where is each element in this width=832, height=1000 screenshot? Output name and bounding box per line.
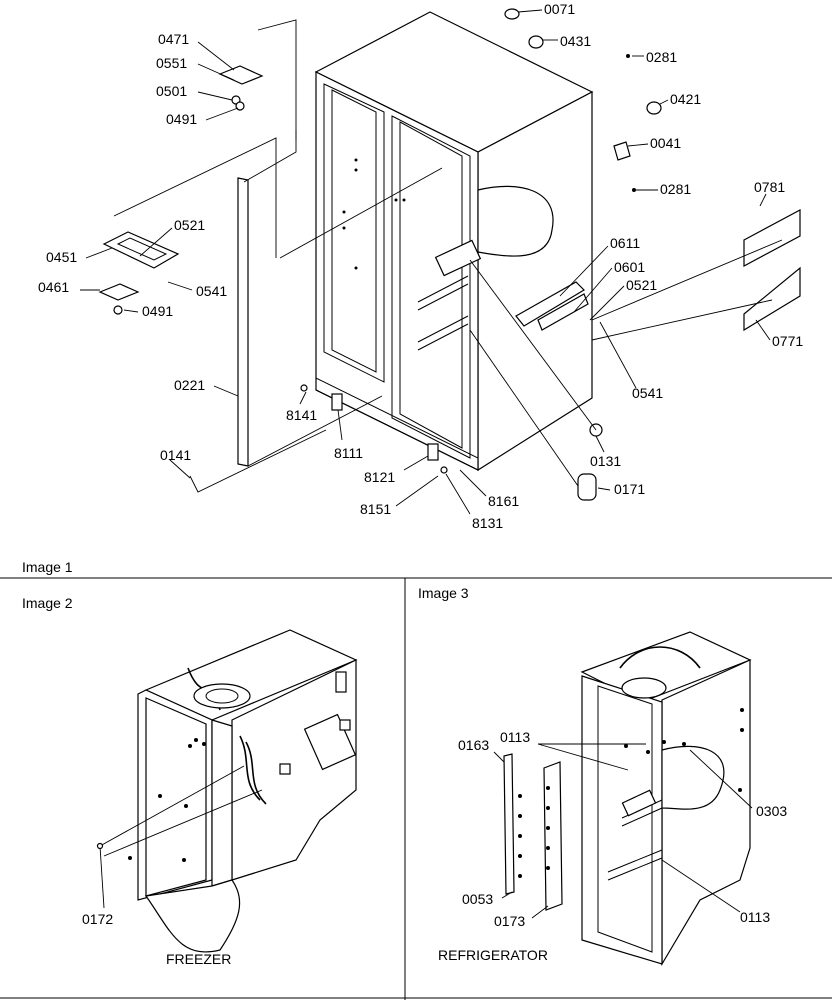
image1-leaders bbox=[80, 9, 771, 515]
label-0163: 0163 bbox=[458, 737, 489, 753]
caption-image-2: Image 2 bbox=[22, 595, 73, 611]
label-0171: 0171 bbox=[614, 481, 645, 497]
label-0141: 0141 bbox=[160, 447, 191, 463]
label-0541-right: 0541 bbox=[632, 385, 663, 401]
label-0431: 0431 bbox=[560, 33, 591, 49]
label-0303: 0303 bbox=[756, 803, 787, 819]
label-0541-left: 0541 bbox=[196, 283, 227, 299]
label-8131: 8131 bbox=[472, 515, 503, 531]
caption-image-3: Image 3 bbox=[418, 585, 469, 601]
label-0551: 0551 bbox=[156, 55, 187, 71]
label-0281-top: 0281 bbox=[646, 49, 677, 65]
label-8111: 8111 bbox=[334, 445, 363, 461]
label-0491-top: 0491 bbox=[166, 111, 197, 127]
label-0771: 0771 bbox=[772, 333, 803, 349]
image1-drawing bbox=[98, 8, 801, 501]
label-0501: 0501 bbox=[156, 83, 187, 99]
image1-labels: 0071 0431 0281 0471 0551 0501 0491 0421 … bbox=[38, 1, 803, 531]
label-0451: 0451 bbox=[46, 249, 77, 265]
label-0113-bottom: 0113 bbox=[740, 909, 770, 925]
label-0461: 0461 bbox=[38, 279, 69, 295]
image2-drawing bbox=[96, 629, 358, 953]
label-0221: 0221 bbox=[174, 377, 205, 393]
label-0071: 0071 bbox=[544, 1, 575, 17]
label-8161: 8161 bbox=[488, 493, 519, 509]
label-0781: 0781 bbox=[754, 179, 785, 195]
caption-image-1: Image 1 bbox=[22, 559, 73, 575]
label-0173: 0173 bbox=[494, 913, 525, 929]
label-0053: 0053 bbox=[462, 891, 493, 907]
label-8151: 8151 bbox=[360, 501, 391, 517]
refrigerator-title: REFRIGERATOR bbox=[438, 947, 548, 963]
label-0521-right: 0521 bbox=[626, 277, 657, 293]
label-0491-bottom: 0491 bbox=[142, 303, 173, 319]
freezer-title: FREEZER bbox=[166, 951, 231, 967]
image3-drawing bbox=[493, 631, 753, 967]
label-0521-left: 0521 bbox=[174, 217, 205, 233]
label-0601: 0601 bbox=[614, 259, 645, 275]
label-0611: 0611 bbox=[610, 235, 640, 251]
label-8141: 8141 bbox=[286, 407, 317, 423]
label-0471: 0471 bbox=[158, 31, 189, 47]
label-8121: 8121 bbox=[364, 469, 395, 485]
label-0113-top: 0113 bbox=[500, 729, 530, 745]
label-0281-side: 0281 bbox=[660, 181, 691, 197]
trim-strip bbox=[237, 177, 249, 467]
label-0421: 0421 bbox=[670, 91, 701, 107]
label-0131: 0131 bbox=[590, 453, 621, 469]
label-0041: 0041 bbox=[650, 135, 681, 151]
label-0172: 0172 bbox=[82, 911, 113, 927]
